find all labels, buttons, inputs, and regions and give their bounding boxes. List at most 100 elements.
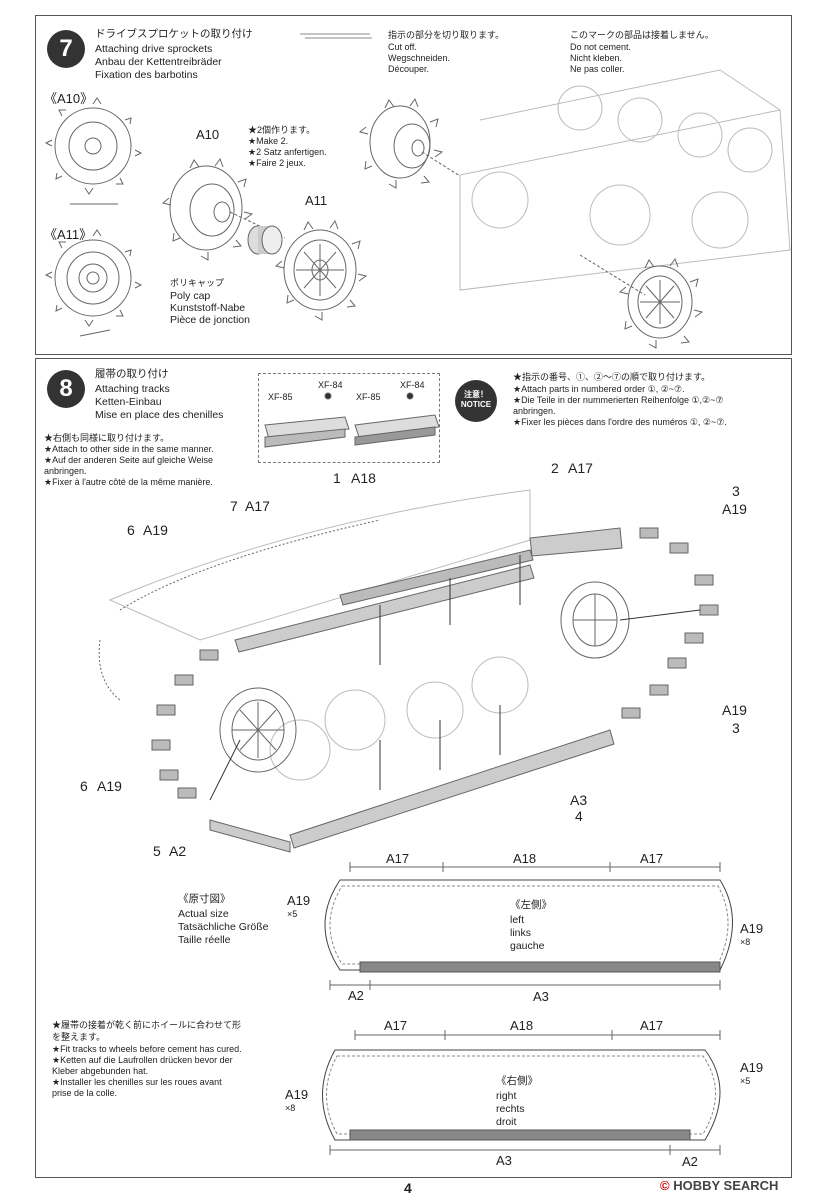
- other-side-jp: ★右側も同様に取り付けます。: [44, 433, 170, 443]
- polycap-en: Poly cap: [170, 290, 211, 302]
- right-track-actual-size: [322, 1030, 721, 1155]
- left-label-jp: 《左側》: [510, 899, 552, 911]
- watermark-logo: ©: [660, 1178, 670, 1193]
- paint-guide-box: [258, 373, 440, 463]
- part-a10-label: A10: [196, 127, 220, 142]
- cut-note-de: Wegschneiden.: [388, 53, 450, 63]
- callout-2-part: A17: [568, 460, 593, 476]
- right-label-en: right: [496, 1090, 517, 1102]
- make-note-fr: ★Faire 2 jeux.: [248, 158, 306, 168]
- actual-size-en: Actual size: [178, 908, 229, 920]
- callout-6a-number: 6: [127, 522, 135, 538]
- fit-note-fr-1: ★Installer les chenilles sur les roues a…: [52, 1077, 222, 1087]
- order-note-fr: ★Fixer les pièces dans l'ordre des numér…: [513, 417, 727, 427]
- callout-2-number: 2: [551, 460, 559, 476]
- fit-note-jp-2: を整えます。: [52, 1032, 106, 1042]
- a10-reference-sprocket: [44, 97, 143, 195]
- callout-7-part: A17: [245, 498, 270, 514]
- polycap-fr: Pièce de jonction: [170, 314, 250, 326]
- polycap-de: Kunststoff-Nabe: [170, 302, 246, 314]
- fit-note-en: ★Fit tracks to wheels before cement has …: [52, 1044, 242, 1054]
- right-a3: A3: [496, 1153, 512, 1168]
- actual-size-de: Tatsächliche Größe: [178, 921, 269, 933]
- callout-1-part: A18: [351, 470, 376, 486]
- callout-4-number: 4: [575, 808, 583, 824]
- left-label-en: left: [510, 914, 525, 926]
- actual-size-jp: 《原寸図》: [178, 893, 231, 905]
- no-cement-de: Nicht kleben.: [570, 53, 623, 63]
- left-x5: ×5: [287, 909, 298, 919]
- fit-note-fr-2: prise de la colle.: [52, 1088, 118, 1098]
- step-8-title-de: Ketten-Einbau: [95, 396, 162, 408]
- callout-3b-number: 3: [732, 720, 740, 736]
- left-a18: A18: [513, 851, 537, 866]
- make-note-de: ★2 Satz anfertigen.: [248, 147, 327, 157]
- order-note-de-2: anbringen.: [513, 406, 556, 416]
- step-7-number: 7: [47, 30, 85, 68]
- fit-note-jp-1: ★履帯の接着が乾く前にホイールに合わせて形: [52, 1020, 242, 1030]
- order-note-de-1: ★Die Teile in der nummerierten Reihenfol…: [513, 395, 724, 405]
- polycap-jp: ポリキャップ: [170, 278, 225, 288]
- left-a17-b: A17: [640, 851, 664, 866]
- right-a18: A18: [510, 1018, 534, 1033]
- left-label-de: links: [510, 927, 532, 939]
- right-x5: ×5: [740, 1076, 751, 1086]
- step-7-title-en: Attaching drive sprockets: [95, 43, 213, 55]
- step-8-title-en: Attaching tracks: [95, 383, 170, 395]
- polycap-part: [247, 225, 283, 255]
- step8-drive-sprocket: [219, 687, 297, 773]
- notice-jp: 注意！: [464, 390, 488, 399]
- notice-badge: 注意！ NOTICE: [455, 380, 497, 422]
- right-label-fr: droit: [496, 1116, 517, 1128]
- cut-note-fr: Découper.: [388, 64, 430, 74]
- right-a19-right: A19: [740, 1060, 764, 1075]
- no-cement-jp: このマークの部品は接着しません。: [570, 30, 714, 40]
- hull-rear-sketch: [459, 69, 791, 291]
- no-cement-fr: Ne pas coller.: [570, 64, 625, 74]
- step-8-number: 8: [47, 370, 85, 408]
- notice-en: NOTICE: [460, 400, 492, 409]
- a11-reference-sprocket: [44, 229, 143, 327]
- step-7-title-fr: Fixation des barbotins: [95, 69, 198, 81]
- step-8-title-jp: 履帯の取り付け: [95, 368, 169, 380]
- hull-sprocket-top: [358, 97, 444, 189]
- ref-a10-label: 《A10》: [44, 91, 94, 106]
- paint-label-4: XF-84: [400, 380, 425, 390]
- assembly-arrows: [209, 555, 701, 801]
- right-a17-a: A17: [384, 1018, 408, 1033]
- step-8-title-fr: Mise en place des chenilles: [95, 409, 224, 421]
- step-7-title-jp: ドライブスプロケットの取り付け: [95, 28, 253, 40]
- right-label-de: rechts: [496, 1103, 525, 1115]
- right-a19-left: A19: [285, 1087, 309, 1102]
- lower-track-run: [209, 729, 615, 853]
- actual-size-fr: Taille réelle: [178, 934, 231, 946]
- right-a2: A2: [682, 1154, 698, 1169]
- paint-label-3: XF-85: [356, 392, 381, 402]
- cut-note-jp: 指示の部分を切り取ります。: [388, 30, 505, 40]
- callout-7-number: 7: [230, 498, 238, 514]
- order-note-jp: ★指示の番号、①、②～⑦の順で取り付けます。: [513, 372, 711, 382]
- left-a19-left: A19: [287, 893, 311, 908]
- callout-3b-part: A19: [722, 702, 747, 718]
- callout-6a-part: A19: [143, 522, 168, 538]
- hull-sprocket-bottom: [618, 257, 704, 349]
- callout-5-part: A2: [169, 843, 187, 859]
- paint-guide-track-samples: [264, 392, 440, 448]
- order-note-en: ★Attach parts in numbered order ①, ②~⑦.: [513, 384, 685, 394]
- ref-a11-label: 《A11》: [44, 227, 93, 242]
- left-a17-a: A17: [386, 851, 410, 866]
- right-a17-b: A17: [640, 1018, 664, 1033]
- no-cement-en: Do not cement.: [570, 42, 632, 52]
- callout-6b-number: 6: [80, 778, 88, 794]
- callout-3a-part: A19: [722, 501, 747, 517]
- right-label-jp: 《右側》: [496, 1075, 538, 1087]
- step-8-panel: [35, 358, 792, 1178]
- make-note-en: ★Make 2.: [248, 136, 289, 146]
- callout-5-number: 5: [153, 843, 161, 859]
- upper-track-run: [234, 527, 623, 653]
- left-a3: A3: [533, 989, 549, 1004]
- other-side-en: ★Attach to other side in the same manner…: [44, 444, 214, 454]
- paint-label-1: XF-85: [268, 392, 293, 402]
- callout-3a-number: 3: [732, 483, 740, 499]
- left-a19-right: A19: [740, 921, 764, 936]
